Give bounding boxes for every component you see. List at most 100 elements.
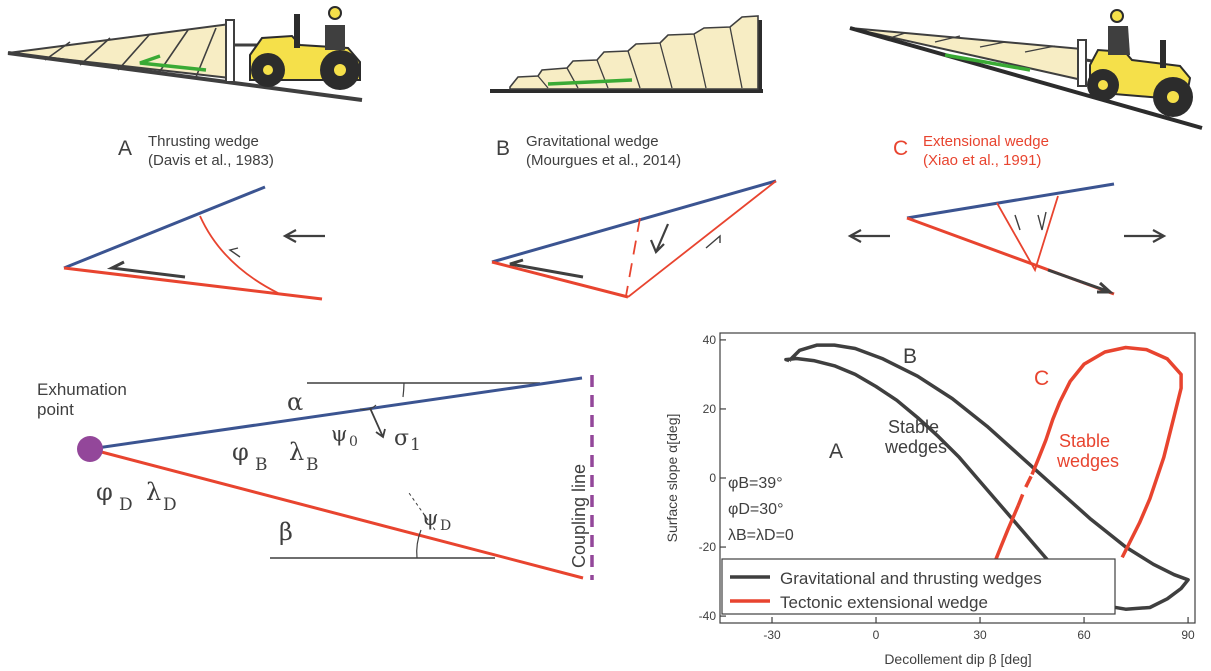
sketch-c-surface [906,182,1115,220]
geometry-diagram: Exhumation point α β φ B λ B φ D λ D ψ 0… [37,375,594,580]
lambda-d-symbol: λ [146,478,161,506]
sigma-1-subscript: 1 [410,435,421,455]
stable-black-line2: wedges [884,437,947,457]
series-line-gravitational-thrusting [784,343,1190,611]
driver-helmet-c [1110,9,1124,23]
sketch-c-pull-left-arrow [847,229,890,243]
phi-b-symbol: φ [232,438,249,466]
panel-b-citation: (Mourgues et al., 2014) [526,152,681,169]
lambda-d-subscript: D [163,495,177,515]
sketch-a-decollement [63,266,323,301]
panel-c-citation: (Xiao et al., 1991) [923,152,1041,169]
x-tick-label: 0 [873,628,880,642]
region-label-c: C [1034,367,1049,390]
y-tick-label: -20 [699,540,717,554]
exhumation-label-1: Exhumation [37,380,127,399]
chart-legend: Gravitational and thrusting wedges Tecto… [721,558,1116,615]
panel-b-normal-faults [537,26,743,89]
psi-d-symbol: ψ [422,506,438,530]
lambda-b-subscript: B [306,455,319,475]
panel-c-green-arrow [944,53,1031,72]
sketch-a-slip-arrow [106,260,186,279]
wedge-surface-line [89,376,583,451]
y-tick-label: -40 [699,609,717,623]
series-line-extensional-lower [992,504,1020,565]
sketch-a-push-arrow [282,229,325,243]
panel-a-blade [225,19,235,83]
phi-d-symbol: φ [96,478,113,506]
y-axis-ticks: -40 -20 0 20 40 [699,333,726,623]
panel-c-blade [1077,39,1087,87]
beta-label: β [279,518,293,546]
panel-a-cartoon [7,6,363,102]
x-tick-label: 30 [973,628,987,642]
panel-c-cartoon [849,9,1203,130]
series-line-extensional-dashed [1016,473,1034,507]
driver-body-c [1108,26,1130,55]
sketch-c-slip-arrow [1047,268,1114,294]
panel-a-internal-thrusts [44,27,217,78]
x-axis-label: Decollement dip β [deg] [884,651,1031,667]
panel-c-title: Extensional wedge [923,133,1049,150]
legend-label-black: Gravitational and thrusting wedges [780,569,1042,588]
panel-c-letter: C [893,137,908,160]
x-tick-label: 90 [1181,628,1195,642]
stable-black-line1: Stable [888,417,939,437]
panel-c-internal-faults [889,32,1056,53]
coupling-line-label: Coupling line [569,464,589,568]
y-tick-label: 40 [703,333,717,347]
phi-b-subscript: B [255,455,268,475]
legend-label-red: Tectonic extensional wedge [780,593,988,612]
sigma-1-symbol: σ [394,426,409,451]
y-tick-label: 20 [703,402,717,416]
x-tick-label: -30 [763,628,781,642]
panel-c-base [849,26,1203,130]
exhumation-point-marker [77,436,103,462]
param-phi-b: φB=39° [728,475,783,492]
psi-d-direction [408,492,436,531]
psi-d-subscript: D [440,518,451,534]
panel-a-bulldozer [249,6,361,90]
psi-0-subscript: 0 [349,434,358,450]
param-phi-d: φD=30° [728,501,783,518]
psi-0-symbol: ψ [331,422,347,446]
legend-box [721,558,1116,615]
sketch-b-down-arrow [649,223,670,254]
phi-d-subscript: D [119,495,133,515]
sigma1-arrow [369,407,386,439]
y-axis-label: Surface slope α[deg] [664,414,680,543]
panel-b-sand-pile [509,15,759,90]
panel-b-cartoon [490,15,763,93]
region-label-b: B [903,345,917,368]
x-tick-label: 60 [1077,628,1091,642]
alpha-label: α [287,388,303,416]
wedge-sketch-a [63,185,325,301]
chart-series-layer [784,343,1190,611]
driver-body-a [325,25,345,50]
wedge-sketch-c [847,182,1167,296]
sketch-b-dashed-fault [625,217,641,297]
panel-b-green-arrow [547,78,633,86]
panel-b-title: Gravitational wedge [526,133,659,150]
panel-a-title: Thrusting wedge [148,133,259,150]
sketch-c-pull-right-arrow [1124,229,1167,243]
lambda-b-symbol: λ [289,438,304,466]
panel-c-bulldozer [1087,9,1193,117]
sketch-b-surface [491,179,777,264]
exhumation-label-2: point [37,400,74,419]
region-label-a: A [829,440,843,463]
sketch-b-base [491,260,629,299]
wedge-sketch-b [491,179,777,299]
sketch-a-surface [63,185,266,270]
sketch-a-thrust [199,215,279,294]
stable-red-line1: Stable [1059,431,1110,451]
panel-c-sand-wedge [849,27,1083,82]
beta-angle-arc [416,529,422,559]
alpha-angle-arc [402,382,405,398]
stable-red-line2: wedges [1056,451,1119,471]
param-lambda: λB=λD=0 [728,527,794,544]
y-tick-label: 0 [709,471,716,485]
panel-a-green-arrow [139,54,207,72]
stability-chart: -40 -20 0 20 40 -30 0 30 60 90 Surface slope α[d… [664,332,1196,667]
